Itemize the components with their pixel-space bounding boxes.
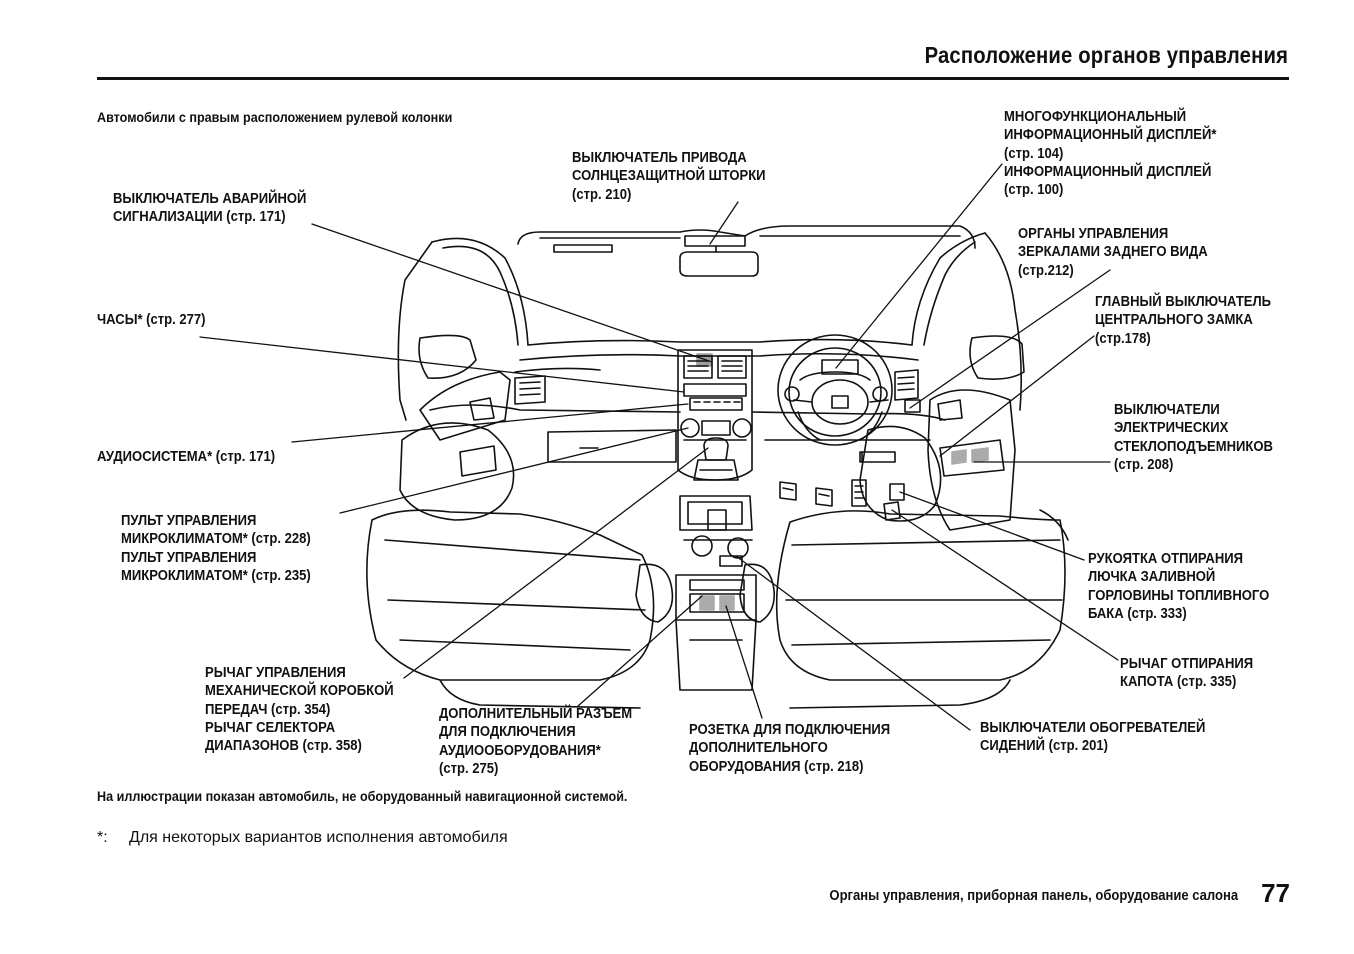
callout-aux-jack: ДОПОЛНИТЕЛЬНЫЙ РАЗЪЕМ ДЛЯ ПОДКЛЮЧЕНИЯ АУ… <box>439 706 633 777</box>
footnote: *: Для некоторых вариантов исполнения авт… <box>97 829 508 847</box>
page-number: 77 <box>1261 878 1290 908</box>
leader-hood <box>891 509 1119 661</box>
leader-aux <box>577 595 703 707</box>
leader-mirrors <box>909 269 1111 409</box>
leader-gear <box>403 447 709 679</box>
leader-outlet <box>725 605 763 719</box>
footnote-text: Для некоторых вариантов исполнения автом… <box>129 829 508 846</box>
leader-sunshade <box>709 201 739 245</box>
header-rule <box>97 77 1289 80</box>
leader-seatheat <box>735 555 971 731</box>
page-title: Расположение органов управления <box>924 42 1288 68</box>
callout-hood-release: РЫЧАГ ОТПИРАНИЯ КАПОТА (стр. 335) <box>1120 656 1254 691</box>
callout-info-display: МНОГОФУНКЦИОНАЛЬНЫЙ ИНФОРМАЦИОННЫЙ ДИСПЛ… <box>1004 109 1217 199</box>
leader-climate <box>339 427 689 514</box>
callout-clock: ЧАСЫ* (стр. 277) <box>97 312 206 328</box>
callout-door-lock-switch: ГЛАВНЫЙ ВЫКЛЮЧАТЕЛЬ ЦЕНТРАЛЬНОГО ЗАМКА (… <box>1095 294 1272 347</box>
callout-gear-lever: РЫЧАГ УПРАВЛЕНИЯ МЕХАНИЧЕСКОЙ КОРОБКОЙ П… <box>205 665 394 755</box>
diagram-subtitle: Автомобили с правым расположением рулево… <box>97 109 453 125</box>
callout-audio: АУДИОСИСТЕМА* (стр. 171) <box>97 449 276 465</box>
leader-audio <box>291 403 689 443</box>
illustration-note: На иллюстрации показан автомобиль, не об… <box>97 788 628 804</box>
callout-hazard-switch: ВЫКЛЮЧАТЕЛЬ АВАРИЙНОЙ СИГНАЛИЗАЦИИ (стр.… <box>113 191 307 226</box>
footnote-mark: *: <box>97 829 108 846</box>
callout-climate-control: ПУЛЬТ УПРАВЛЕНИЯ МИКРОКЛИМАТОМ* (стр. 22… <box>121 513 311 584</box>
callout-window-switches: ВЫКЛЮЧАТЕЛИ ЭЛЕКТРИЧЕСКИХ СТЕКЛОПОДЪЕМНИ… <box>1114 402 1273 473</box>
callout-fuel-lid-release: РУКОЯТКА ОТПИРАНИЯ ЛЮЧКА ЗАЛИВНОЙ ГОРЛОВ… <box>1088 551 1270 622</box>
section-footer: Органы управления, приборная панель, обо… <box>829 888 1238 904</box>
leader-fuel <box>899 491 1085 561</box>
leader-hazard <box>311 223 713 363</box>
callout-seat-heaters: ВЫКЛЮЧАТЕЛИ ОБОГРЕВАТЕЛЕЙ СИДЕНИЙ (стр. … <box>980 720 1206 755</box>
leader-display <box>835 163 1003 369</box>
callout-mirror-controls: ОРГАНЫ УПРАВЛЕНИЯ ЗЕРКАЛАМИ ЗАДНЕГО ВИДА… <box>1018 226 1208 279</box>
leader-doorlock <box>939 335 1095 457</box>
leader-clock <box>199 336 685 393</box>
callout-sunshade-switch: ВЫКЛЮЧАТЕЛЬ ПРИВОДА СОЛНЦЕЗАЩИТНОЙ ШТОРК… <box>572 150 766 203</box>
callout-power-outlet: РОЗЕТКА ДЛЯ ПОДКЛЮЧЕНИЯ ДОПОЛНИТЕЛЬНОГО … <box>689 722 891 775</box>
